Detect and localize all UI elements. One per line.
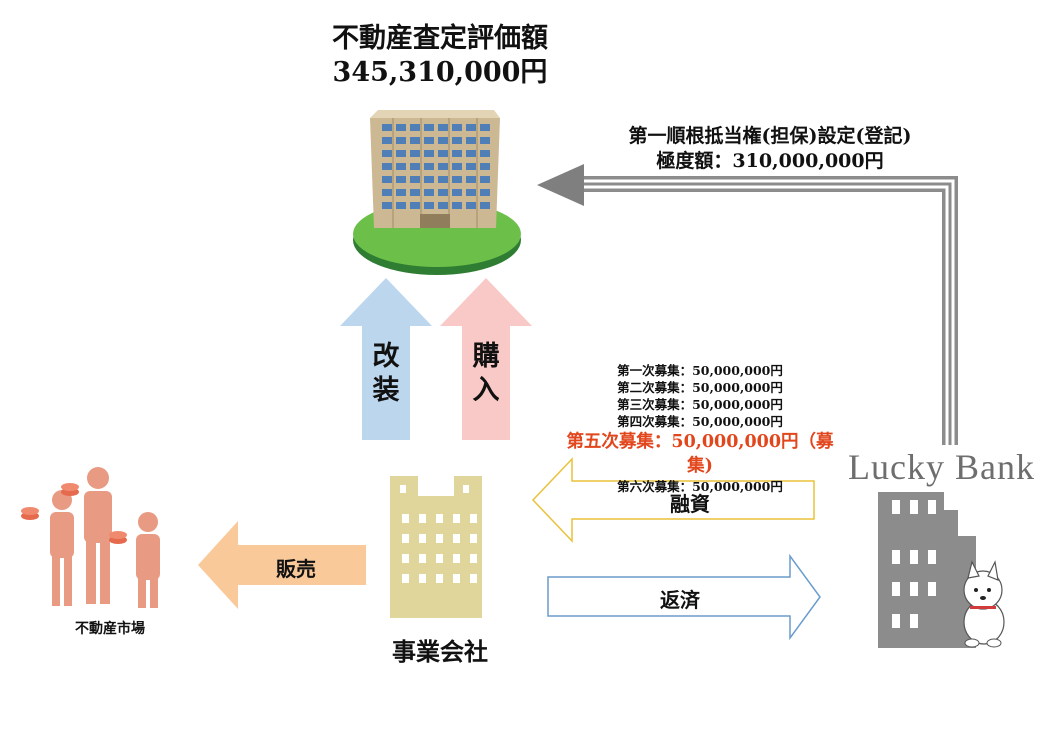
purchase-label: 購 入	[472, 341, 500, 406]
lien-maximum-amount: 極度額：310,000,000円	[656, 150, 884, 172]
dog-mascot-icon	[963, 560, 1005, 648]
funding-round-item: 第六次募集：50,000,000円	[617, 479, 783, 494]
renovation-label: 改 装	[372, 341, 400, 406]
market-label: 不動産市場	[75, 621, 145, 637]
appraisal-amount: 345,310,000円	[332, 57, 548, 88]
sales-arrow	[198, 521, 366, 609]
funding-round-item: 第四次募集：50,000,000円	[617, 414, 783, 429]
financing-arrow	[531, 457, 815, 543]
appraised-building-illustration	[353, 110, 521, 275]
funding-round-item: 第二次募集：50,000,000円	[617, 380, 783, 395]
repayment-arrow	[547, 553, 821, 641]
funding-rounds-list: 第一次募集：50,000,000円 第二次募集：50,000,000円 第三次募…	[560, 362, 840, 495]
company-building-icon	[390, 476, 482, 618]
funding-round-item: 第一次募集：50,000,000円	[617, 363, 783, 378]
lien-title: 第一順根抵当権(担保)設定(登記)	[628, 125, 912, 147]
lien-arrow	[537, 164, 958, 445]
appraisal-title: 不動産査定評価額	[332, 23, 548, 54]
company-label: 事業会社	[392, 637, 488, 666]
sales-label: 販売	[276, 557, 316, 581]
funding-round-item: 第三次募集：50,000,000円	[617, 397, 783, 412]
appraisal-title-block: 不動産査定評価額 345,310,000円	[250, 22, 630, 90]
market-people-icon	[21, 467, 160, 608]
lien-label-block: 第一順根抵当権(担保)設定(登記) 極度額：310,000,000円	[560, 124, 980, 174]
bank-building-icon	[878, 492, 976, 648]
funding-round-item-current: 第五次募集：50,000,000円（募集)	[566, 432, 834, 476]
repayment-label: 返済	[660, 588, 700, 612]
purchase-arrow	[440, 278, 532, 440]
financing-label: 融資	[670, 492, 710, 516]
renovation-arrow	[340, 278, 432, 440]
lucky-bank-logo: Lucky Bank	[848, 447, 1035, 487]
